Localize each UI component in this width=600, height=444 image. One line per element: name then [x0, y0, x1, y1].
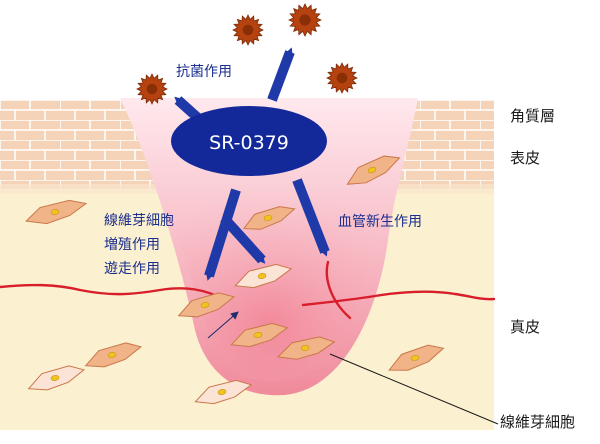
fibroblast-cell: [25, 199, 88, 225]
blood-vessel-left: [0, 283, 227, 302]
fibroblast-cells: [25, 155, 445, 405]
sr0379-ellipse: [171, 106, 327, 176]
fibroblast-cell-pale: [194, 379, 253, 405]
action-arrows: [174, 47, 330, 281]
label-epidermis: 表皮: [510, 149, 540, 167]
fibroblast-cell: [388, 344, 445, 371]
fibroblast-cell-pale: [27, 365, 86, 391]
bacterium-core: [146, 83, 158, 95]
label-antibacterial: 抗菌作用: [176, 64, 232, 80]
fibroblast-callout-line: [329, 353, 499, 425]
fibroblast-cell: [230, 322, 289, 348]
bacteria: [136, 3, 358, 105]
migration-indicator-arrow: [207, 311, 239, 339]
fibroblast-cell: [177, 292, 236, 318]
fibroblast-cell: [276, 336, 336, 360]
fibroblast-cell: [84, 342, 143, 368]
arrow-to-fibroblast-left: [204, 188, 241, 281]
arrow-to-fibroblast-right: [220, 214, 266, 264]
sr0379-label: SR-0379: [209, 132, 289, 154]
arrow-to-vessel: [292, 178, 330, 257]
blood-vessel-right: [301, 290, 496, 307]
label-dermis: 真皮: [510, 318, 540, 336]
label-stratum-corneum: 角質層: [510, 107, 555, 125]
label-fibroblast-3: 遊走作用: [104, 261, 160, 277]
label-fibroblast-1: 線維芽細胞: [104, 213, 174, 229]
label-fibroblast-callout: 線維芽細胞: [500, 413, 575, 431]
blood-vessel-sprout: [325, 260, 352, 320]
label-fibroblast-2: 増殖作用: [104, 236, 160, 253]
bacterium-core: [336, 72, 348, 84]
fibroblast-cell: [242, 206, 296, 230]
fibroblast-cell: [346, 155, 401, 185]
bacterium-core: [242, 24, 254, 36]
bacterium-core: [299, 14, 311, 26]
arrow-to-bacteria-left: [174, 96, 202, 122]
arrow-to-bacteria-top: [267, 47, 295, 102]
fibroblast-cell-pale: [234, 263, 293, 289]
label-angiogenesis: 血管新生作用: [338, 214, 422, 230]
